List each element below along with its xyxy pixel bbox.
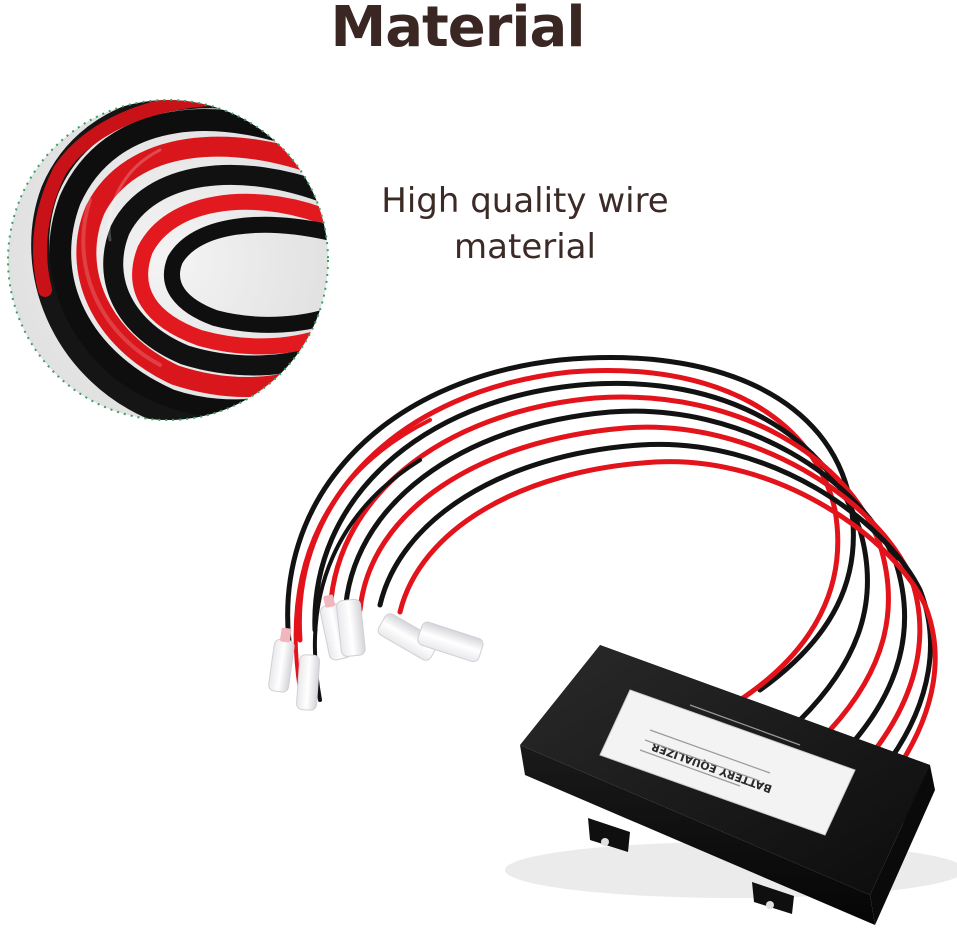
material-caption-line-2: material [454,227,596,267]
equalizer-housing: BATTERY EQUALIZER [505,645,957,925]
page-title: Material [330,0,585,60]
wire-closeup-inset [7,99,329,421]
mount-tab-left [588,818,630,852]
connector-terminals [268,594,484,711]
mount-tab-right [752,882,794,914]
material-caption-line-1: High quality wire [381,181,669,221]
product-label: BATTERY EQUALIZER [599,689,856,836]
material-caption: High quality wire material [360,178,690,270]
